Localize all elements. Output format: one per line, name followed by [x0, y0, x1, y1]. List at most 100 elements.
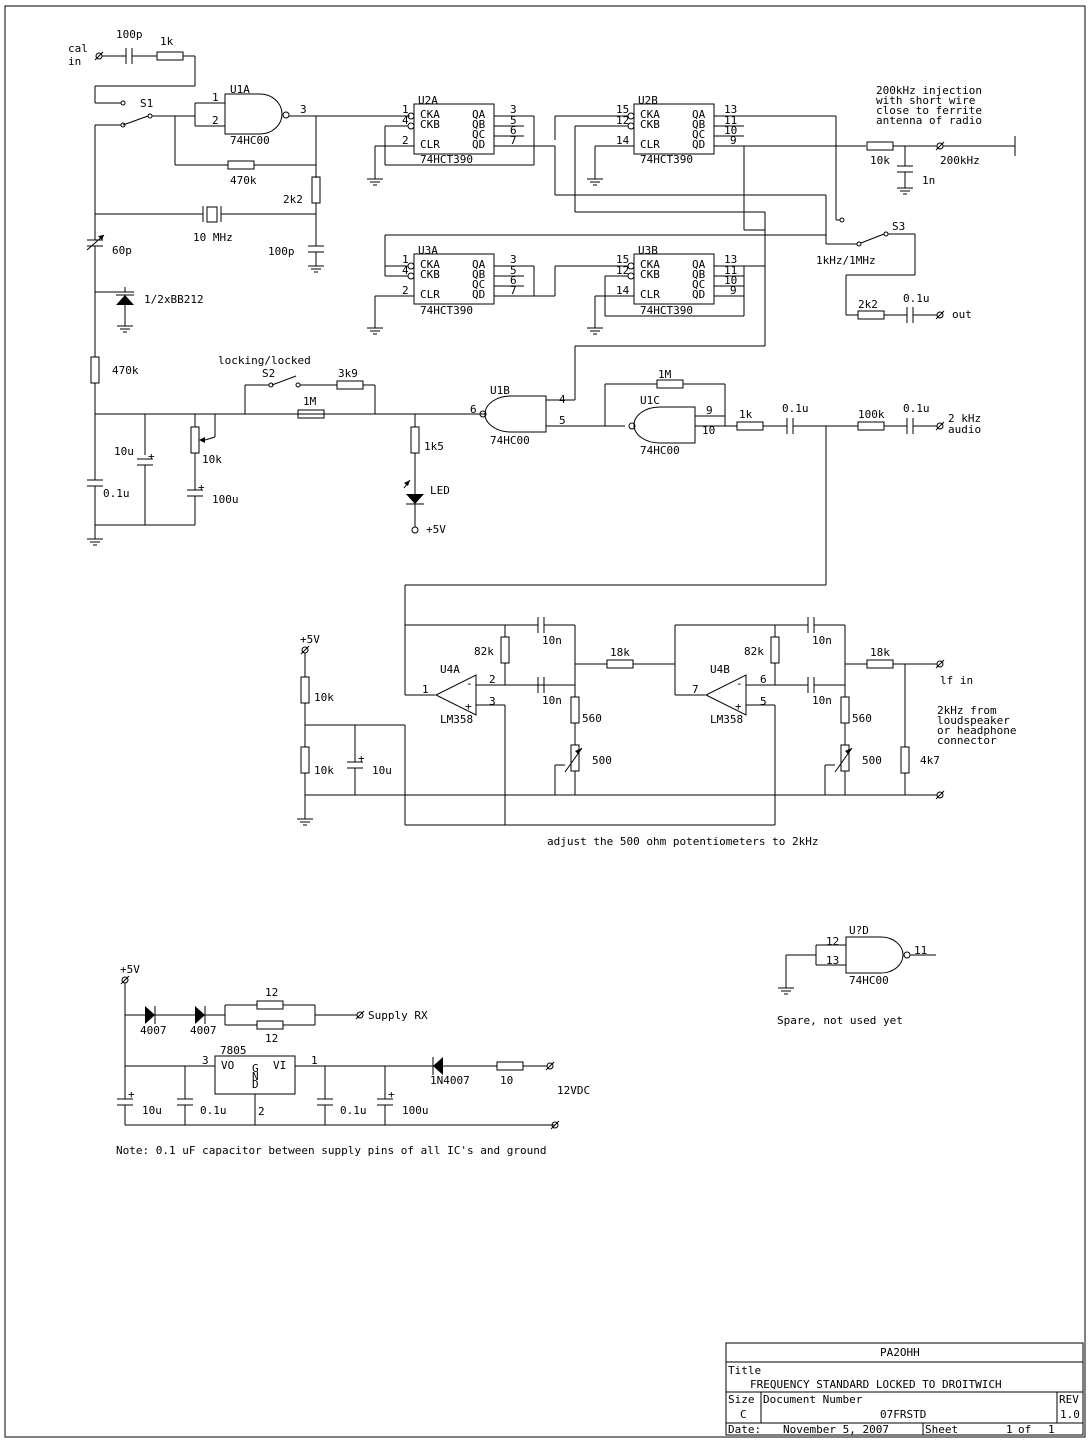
u1a-pin2: 2	[212, 114, 219, 127]
u3b-pin11: 11	[724, 264, 737, 277]
sheet-label: Sheet	[925, 1423, 958, 1436]
cal-in-label-2: in	[68, 55, 81, 68]
reg-pin1: 1	[311, 1054, 318, 1067]
u3a-pin1: 1	[402, 253, 409, 266]
u4b-label: U4B	[710, 663, 730, 676]
res-560-a-label: 560	[582, 712, 602, 725]
inj-note-4: antenna of radio	[876, 114, 982, 127]
u2a-qa: QA	[472, 108, 486, 121]
cal-in-label: cal	[68, 42, 88, 55]
u3b-pin13: 13	[724, 253, 737, 266]
res-10k-inj-label: 10k	[870, 154, 890, 167]
u3a-label: U3A	[418, 244, 438, 257]
u1c-pin9: 9	[706, 404, 713, 417]
u2a-cka: CKA	[420, 108, 440, 121]
u2b-pin14: 14	[616, 134, 630, 147]
spare-pin13: 13	[826, 954, 839, 967]
reg-pin2: 2	[258, 1105, 265, 1118]
supply-rx-label: Supply RX	[368, 1009, 428, 1022]
u2a-pin5: 5	[510, 114, 517, 127]
u2a-pin1: 1	[402, 103, 409, 116]
u1a-gate	[224, 93, 283, 135]
lock-section: locking/locked S2 3k9 1M 1k5 LED +5V U1B…	[86, 354, 981, 585]
u2b-pin12: 12	[616, 114, 629, 127]
u4b-pin7: 7	[692, 683, 699, 696]
reg-vi-label: VI	[273, 1059, 286, 1072]
pot-500-a-label: 500	[592, 754, 612, 767]
trimmer-60p-label: 60p	[112, 244, 132, 257]
inj-note-1: 200kHz injection	[876, 84, 982, 97]
size-value: C	[740, 1408, 747, 1421]
u2a-qc: QC	[472, 128, 485, 141]
u4a-part: LM358	[440, 713, 473, 726]
u3a-pin7: 7	[510, 284, 517, 297]
12vdc-label: 12VDC	[557, 1084, 590, 1097]
cap-10u-div-label: 10u	[372, 764, 392, 777]
psu-cap-10u-label: 10u	[142, 1104, 162, 1117]
u4b-opamp	[704, 674, 747, 716]
date-value: November 5, 2007	[783, 1423, 889, 1436]
cap-100u-plus: +	[198, 481, 205, 494]
counter-u2b: U2B CKA CKB CLR QA QB QC QD 74HCT390 15 …	[546, 94, 866, 401]
sheet-value: 1	[1006, 1423, 1013, 1436]
u2b-pin10: 10	[724, 124, 737, 137]
u3a-ckb: CKB	[420, 268, 440, 281]
u2a-clr: CLR	[420, 138, 440, 151]
cap-10n-b-label: 10n	[542, 694, 562, 707]
u3b-qa: QA	[692, 258, 706, 271]
res-4k7-label: 4k7	[920, 754, 940, 767]
spare-part: 74HC00	[849, 974, 889, 987]
u3a-qc: QC	[472, 278, 485, 291]
res-2k2-label: 2k2	[283, 193, 303, 206]
of-value: 1	[1048, 1423, 1055, 1436]
u3b-qc: QC	[692, 278, 705, 291]
pot-500-b-label: 500	[862, 754, 882, 767]
u2a-pin2: 2	[402, 134, 409, 147]
u3b-pin12: 12	[616, 264, 629, 277]
div-plus5v-label: +5V	[300, 633, 320, 646]
u2a-pin3: 3	[510, 103, 517, 116]
u1b-gate	[484, 395, 547, 433]
injection-output: 200kHz injection with short wire close t…	[866, 84, 1016, 195]
cap-1n-label: 1n	[922, 174, 935, 187]
u2a-qb: QB	[472, 118, 486, 131]
supply-note: Note: 0.1 uF capacitor between supply pi…	[116, 1144, 546, 1157]
reg-label: 7805	[220, 1044, 247, 1057]
spare-note: Spare, not used yet	[777, 1014, 903, 1027]
lf-note-2: loudspeaker	[937, 714, 1010, 727]
res-82k-a-label: 82k	[474, 645, 494, 658]
u1a-pin3: 3	[300, 103, 307, 116]
res-1m-fb-label: 1M	[658, 368, 672, 381]
u1b-part: 74HC00	[490, 434, 530, 447]
s2-label: S2	[262, 367, 275, 380]
u2b-pin11: 11	[724, 114, 737, 127]
res-1k5-label: 1k5	[424, 440, 444, 453]
lf-note-1: 2kHz from	[937, 704, 997, 717]
psu-cap-10u-plus: +	[128, 1088, 135, 1101]
reg-gnd-label-2: N	[252, 1070, 259, 1083]
spare-gate-label: U?D	[849, 924, 869, 937]
u2b-part: 74HCT390	[640, 153, 693, 166]
s3-output: S3 1kHz/1MHz 2k2 0.1u out	[816, 217, 972, 324]
u4b-pin6: 6	[760, 673, 767, 686]
lock-label: locking/locked	[218, 354, 311, 367]
res-1m-lock-label: 1M	[303, 395, 317, 408]
u4a-pin3: 3	[489, 695, 496, 708]
u3a-qa: QA	[472, 258, 486, 271]
u2b-ckb: CKB	[640, 118, 660, 131]
res-1k-label: 1k	[160, 35, 174, 48]
sheet-border	[4, 5, 1086, 1438]
u2b-pin13: 13	[724, 103, 737, 116]
varicap-label: 1/2xBB212	[144, 293, 204, 306]
u3a-pin4: 4	[402, 264, 409, 277]
res-1k-audio-label: 1k	[739, 408, 753, 421]
u4a-pin2: 2	[489, 673, 496, 686]
led-plus5v-label: +5V	[426, 523, 446, 536]
cap-100p-label: 100p	[116, 28, 143, 41]
res-470k-vc-label: 470k	[112, 364, 139, 377]
oscillator-section: cal in 100p 1k S1 U1A 1 2 3 74HC00	[68, 28, 410, 480]
res-2k2-out-label: 2k2	[858, 298, 878, 311]
psu-cap-01u-a-label: 0.1u	[200, 1104, 227, 1117]
u3a-pin5: 5	[510, 264, 517, 277]
